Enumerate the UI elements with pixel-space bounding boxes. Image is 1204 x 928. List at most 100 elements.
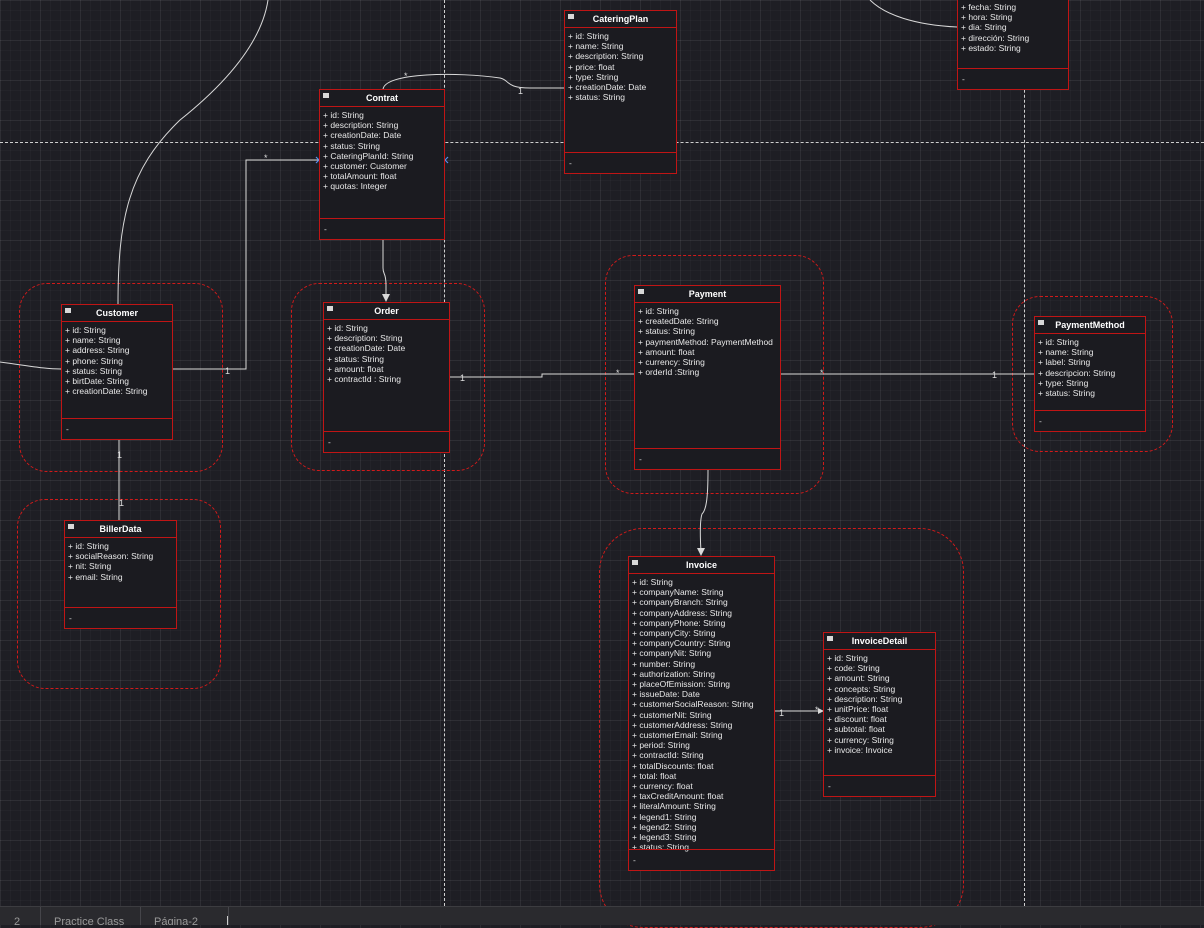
class-operations[interactable]: - (958, 68, 1068, 89)
class-attribute[interactable]: + label: String (1038, 357, 1091, 368)
class-operations[interactable]: - (65, 607, 176, 628)
class-attribute[interactable]: + name: String (65, 335, 121, 346)
class-attribute[interactable]: + id: String (568, 31, 609, 41)
class-attribute[interactable]: + customerNit: String (632, 709, 712, 720)
class-attribute[interactable]: + id: String (68, 541, 109, 551)
class-attribute[interactable]: + currency: String (638, 357, 705, 368)
class-attribute[interactable]: + id: String (65, 325, 106, 335)
class-attribute[interactable]: + id: String (1038, 337, 1079, 347)
class-attribute[interactable]: + companyCity: String (632, 628, 716, 639)
class-attribute[interactable]: + dirección: String (961, 32, 1030, 43)
class-attribute[interactable]: + taxCreditAmount: float (632, 791, 724, 802)
class-attribute[interactable]: + price: float (568, 61, 615, 72)
class-attribute[interactable]: + description: String (827, 693, 903, 704)
collapse-icon[interactable] (632, 560, 638, 565)
class-attribute[interactable]: + creationDate: Date (327, 343, 406, 354)
class-operations[interactable]: - (1035, 410, 1145, 431)
class-order[interactable]: Order+ id: String+ description: String+ … (323, 302, 450, 453)
class-attribute[interactable]: + name: String (1038, 347, 1094, 358)
class-operations[interactable]: - (629, 849, 774, 870)
class-attribute[interactable]: + companyName: String (632, 587, 724, 598)
class-cateringplan[interactable]: CateringPlan+ id: String+ name: String+ … (564, 10, 677, 174)
class-header[interactable]: Invoice (629, 557, 774, 574)
class-attribute[interactable]: + authorization: String (632, 668, 715, 679)
class-header[interactable]: BillerData (65, 521, 176, 538)
class-attribute[interactable]: + issueDate: Date (632, 689, 700, 700)
class-attribute[interactable]: + code: String (827, 663, 880, 674)
class-attribute[interactable]: + legend3: String (632, 832, 697, 843)
class-attribute[interactable]: + invoice: Invoice (827, 744, 893, 755)
class-attribute[interactable]: + status: String (327, 353, 384, 364)
class-attribute[interactable]: + fecha: String (961, 2, 1017, 12)
class-attribute[interactable]: + customerSocialReason: String (632, 699, 754, 710)
collapse-icon[interactable] (1038, 320, 1044, 325)
class-attribute[interactable]: + number: String (632, 658, 696, 669)
class-attribute[interactable]: + id: String (827, 653, 868, 663)
class-attribute[interactable]: + id: String (327, 323, 368, 333)
collapse-icon[interactable] (323, 93, 329, 98)
class-attribute[interactable]: + status: String (568, 92, 625, 103)
class-attribute[interactable]: + companyNit: String (632, 648, 712, 659)
class-attribute[interactable]: + totalDiscounts: float (632, 760, 714, 771)
class-attribute[interactable]: + descripcion: String (1038, 367, 1116, 378)
class-attribute[interactable]: + amount: float (327, 363, 384, 374)
class-header[interactable]: CateringPlan (565, 11, 676, 28)
collapse-icon[interactable] (568, 14, 574, 19)
class-header[interactable]: Customer (62, 305, 172, 322)
class-operations[interactable]: - (635, 448, 780, 469)
group-customer[interactable] (19, 283, 223, 472)
class-attribute[interactable]: + phone: String (65, 355, 123, 366)
class-contrat[interactable]: Contrat+ id: String+ description: String… (319, 89, 445, 240)
class-header[interactable]: Payment (635, 286, 780, 303)
class-invoicedetail[interactable]: InvoiceDetail + id: String+ code: String +… (823, 632, 936, 797)
class-attribute[interactable]: + paymentMethod: PaymentMethod (638, 336, 773, 347)
class-attribute[interactable]: + quotas: Integer (323, 181, 388, 192)
class-attribute[interactable]: + creationDate: Date (568, 82, 647, 93)
class-attribute[interactable]: + concepts: String (827, 683, 896, 694)
class-attribute[interactable]: + customerAddress: String (632, 719, 733, 730)
class-attribute[interactable]: + companyCountry: String (632, 638, 731, 649)
collapse-icon[interactable] (68, 524, 74, 529)
class-attribute[interactable]: + estado: String (961, 42, 1021, 53)
tab-page-2[interactable]: 2 (0, 907, 41, 925)
class-attribute[interactable]: + legend1: String (632, 811, 697, 822)
collapse-icon[interactable] (65, 308, 71, 313)
class-attribute[interactable]: + description: String (327, 333, 403, 344)
class-attribute[interactable]: + placeOfEmission: String (632, 679, 731, 690)
class-attribute[interactable]: + discount: float (827, 714, 887, 725)
class-attribute[interactable]: + creationDate: String (65, 386, 148, 397)
class-operations[interactable]: - (824, 775, 935, 796)
class-attribute[interactable]: + customerEmail: String (632, 730, 723, 741)
class-attribute[interactable]: + amount: float (638, 346, 695, 357)
class-attribute[interactable]: + status: String (65, 365, 122, 376)
class-attribute[interactable]: + creationDate: Date (323, 130, 402, 141)
class-attribute[interactable]: + address: String (65, 345, 130, 356)
class-attribute[interactable]: + status: String (632, 842, 689, 853)
class-operations[interactable]: - (62, 418, 172, 439)
class-paymentmethod[interactable]: PaymentMethod+ id: String+ name: String+… (1034, 316, 1146, 432)
class-attribute[interactable]: + description: String (323, 120, 399, 131)
class-attribute[interactable]: + id: String (632, 577, 673, 587)
class-billerdata[interactable]: BillerData+ id: String+ socialReason: St… (64, 520, 177, 629)
class-attribute[interactable]: + status: String (323, 140, 380, 151)
class-attribute[interactable]: + dia: String (961, 22, 1007, 33)
class-attribute[interactable]: + literalAmount: String (632, 801, 716, 812)
class-attribute[interactable]: + companyBranch: String (632, 597, 728, 608)
collapse-icon[interactable] (327, 306, 333, 311)
class-attribute[interactable]: + email: String (68, 571, 123, 582)
class-header[interactable]: InvoiceDetail (824, 633, 935, 650)
class-invoice[interactable]: Invoice + id: String+ companyName: String… (628, 556, 775, 871)
class-attribute[interactable]: + status: String (1038, 388, 1095, 399)
class-attribute[interactable]: + subtotal: float (827, 724, 885, 735)
class-attribute[interactable]: + period: String (632, 740, 690, 751)
class-attribute[interactable]: + unitPrice: float (827, 704, 889, 715)
class-attribute[interactable]: + description: String (568, 51, 644, 62)
class-attribute[interactable]: + total: float (632, 770, 677, 781)
class-customer[interactable]: Customer + id: String+ name: String+ addr… (61, 304, 173, 440)
class-attribute[interactable]: + currency: String (827, 734, 894, 745)
class-attribute[interactable]: + contractId : String (327, 374, 401, 385)
class-operations[interactable]: - (320, 218, 444, 239)
class-header[interactable]: PaymentMethod (1035, 317, 1145, 334)
class-attribute[interactable]: + birtDate: String (65, 376, 130, 387)
